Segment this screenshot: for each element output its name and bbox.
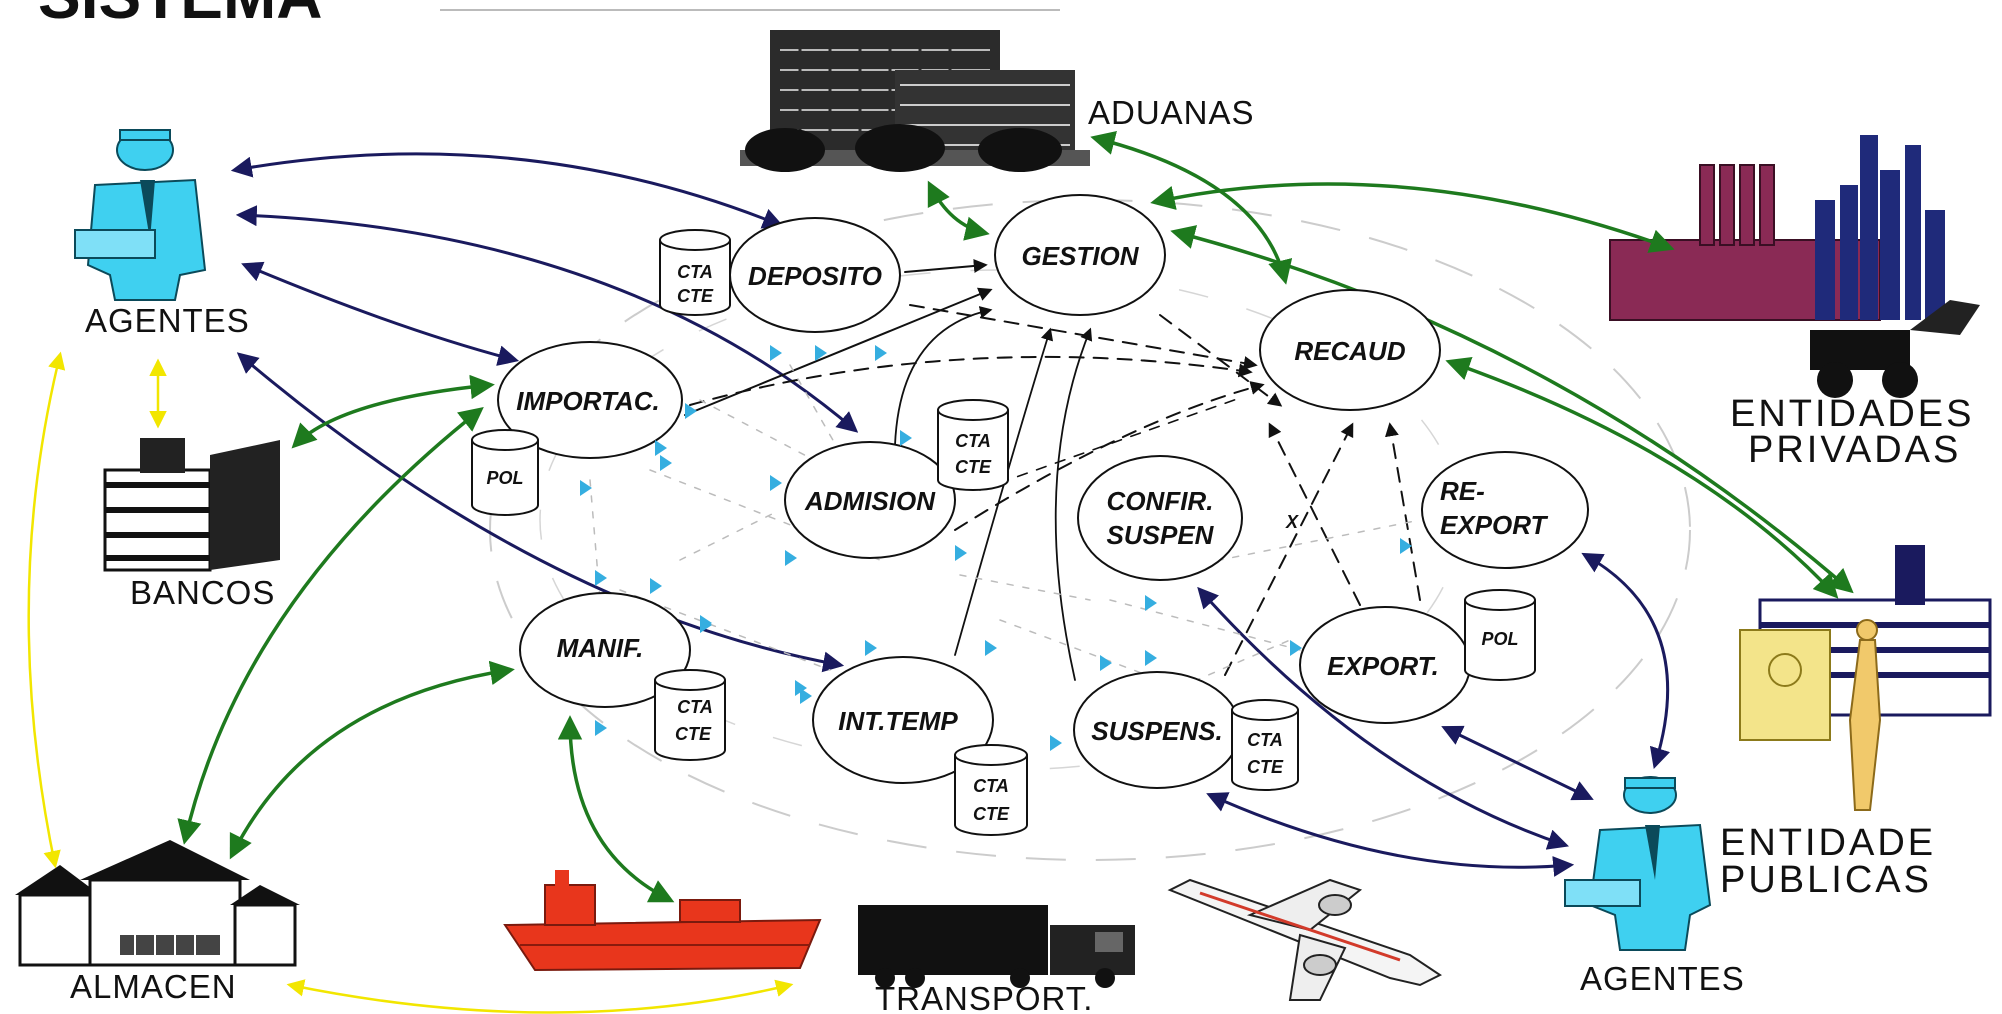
agent-left-person-icon <box>74 129 207 301</box>
airplane-icon <box>1167 878 1442 1001</box>
process-recaud[interactable]: RECAUD <box>1259 289 1441 411</box>
process-export-label: EXPORT. <box>1327 651 1439 681</box>
db-cta-cte-admision: CTA CTE <box>937 399 1009 491</box>
db-manif-cta: CTA <box>677 697 713 717</box>
arrow-agentes-export <box>1441 725 1594 801</box>
process-admision-label: ADMISION <box>804 486 936 516</box>
entidade-publicas-line1: ENTIDADE <box>1720 822 1936 864</box>
arrow-almacen-transport-yellow <box>286 979 794 1014</box>
aduanas-building-icon <box>740 30 1090 172</box>
arrow-aduanas-gestion <box>927 180 990 241</box>
entidade-publicas-line2: PUBLICAS <box>1720 859 1932 901</box>
process-confir-line1: CONFIR. <box>1107 486 1214 516</box>
db-deposito-cta: CTA <box>677 262 713 282</box>
x-mark: X <box>1285 512 1299 532</box>
process-recaud-label: RECAUD <box>1294 336 1405 366</box>
process-manif-label: MANIF. <box>557 633 644 663</box>
db-suspens-cte: CTE <box>1247 757 1284 777</box>
arrow-agentes-importac <box>241 261 520 366</box>
arrow-gestion-privadas <box>1150 182 1675 253</box>
db-deposito-cte: CTE <box>677 286 714 306</box>
arrow-recaud-publicas <box>1445 356 1839 599</box>
db-importac-pol: POL <box>486 468 523 488</box>
truck-icon <box>858 905 1135 988</box>
db-cta-cte-inttemp: CTA CTE <box>954 744 1028 836</box>
process-reexport-line1: RE- <box>1440 476 1485 506</box>
arrow-agentes-almacen-yellow <box>27 351 66 869</box>
connectors <box>27 130 1854 1014</box>
factory-icon <box>1609 135 1980 398</box>
process-reexport-line2: EXPORT <box>1440 510 1549 540</box>
flow-markers <box>580 345 1412 751</box>
arrow-inttemp-gestion <box>954 327 1054 656</box>
process-confir-line2: SUSPEN <box>1107 520 1215 550</box>
dashed-deposito-recaud <box>909 304 1258 370</box>
db-admision-cte: CTE <box>955 457 992 477</box>
agentes-right-label: AGENTES <box>1580 960 1745 997</box>
arrow-importac-almacen <box>177 406 484 845</box>
process-deposito-label: DEPOSITO <box>748 261 882 291</box>
db-inttemp-cta: CTA <box>973 776 1009 796</box>
process-confir-suspen[interactable]: CONFIR. SUSPEN <box>1077 455 1243 581</box>
db-manif-cte: CTE <box>675 724 712 744</box>
db-cta-cte-manif: CTA CTE <box>654 669 726 761</box>
process-gestion[interactable]: GESTION <box>994 194 1166 316</box>
db-cta-cte-deposito: CTA CTE <box>659 229 731 316</box>
process-importac-label: IMPORTAC. <box>516 386 659 416</box>
almacen-warehouse-icon <box>15 840 300 967</box>
dashed-confir-recaud <box>979 397 1241 491</box>
db-inttemp-cte: CTE <box>973 804 1010 824</box>
process-manif[interactable]: MANIF. <box>519 592 691 708</box>
process-gestion-label: GESTION <box>1021 241 1139 271</box>
bancos-building-icon <box>103 438 280 572</box>
process-suspens[interactable]: SUSPENS. <box>1073 671 1241 789</box>
agent-right-person-icon <box>1564 776 1712 951</box>
arrow-deposito-gestion <box>904 259 988 273</box>
dashed-admision-recaud <box>954 381 1265 531</box>
arrow-agentes-suspens <box>1206 792 1575 877</box>
process-importac[interactable]: IMPORTAC. <box>497 341 683 459</box>
title-fragment: SISTEMA <box>38 0 322 32</box>
bancos-label: BANCOS <box>130 574 275 611</box>
agentes-left-label: AGENTES <box>85 302 250 339</box>
almacen-label: ALMACEN <box>70 968 237 1005</box>
process-deposito[interactable]: DEPOSITO <box>729 217 901 333</box>
db-export-pol: POL <box>1481 629 1518 649</box>
dashed-gestion-recaud <box>1159 314 1283 407</box>
arrow-agentes-reexport <box>1581 552 1671 770</box>
db-cta-cte-suspens: CTA CTE <box>1231 699 1299 791</box>
dashed-export-recaud <box>1268 422 1361 606</box>
arrow-importac-bancos <box>291 374 495 449</box>
db-pol-importac: POL <box>471 429 539 516</box>
dashed-reexport-recaud <box>1384 422 1421 601</box>
db-pol-export: POL <box>1464 589 1536 681</box>
process-reexport[interactable]: RE- EXPORT <box>1421 451 1589 569</box>
process-export[interactable]: EXPORT. <box>1299 606 1471 724</box>
entidades-privadas-line2: PRIVADAS <box>1748 429 1961 471</box>
arrow-suspens-gestion <box>1054 327 1093 681</box>
aduanas-label: ADUANAS <box>1088 94 1255 131</box>
process-admision[interactable]: ADMISION <box>784 441 956 559</box>
dashed-importac-recaud <box>689 355 1253 406</box>
db-suspens-cta: CTA <box>1247 730 1283 750</box>
db-admision-cta: CTA <box>955 431 991 451</box>
process-inttemp-label: INT.TEMP <box>838 706 958 736</box>
public-building-icon <box>1739 545 1992 811</box>
arrow-manif-transport <box>557 715 675 903</box>
arrow-manif-almacen <box>229 660 515 860</box>
transport-label: TRANSPORT. <box>875 980 1093 1014</box>
process-suspens-label: SUSPENS. <box>1091 716 1223 746</box>
ship-icon <box>503 870 822 972</box>
process-inttemp[interactable]: INT.TEMP <box>812 656 994 784</box>
arrow-agentes-deposito <box>230 152 784 229</box>
